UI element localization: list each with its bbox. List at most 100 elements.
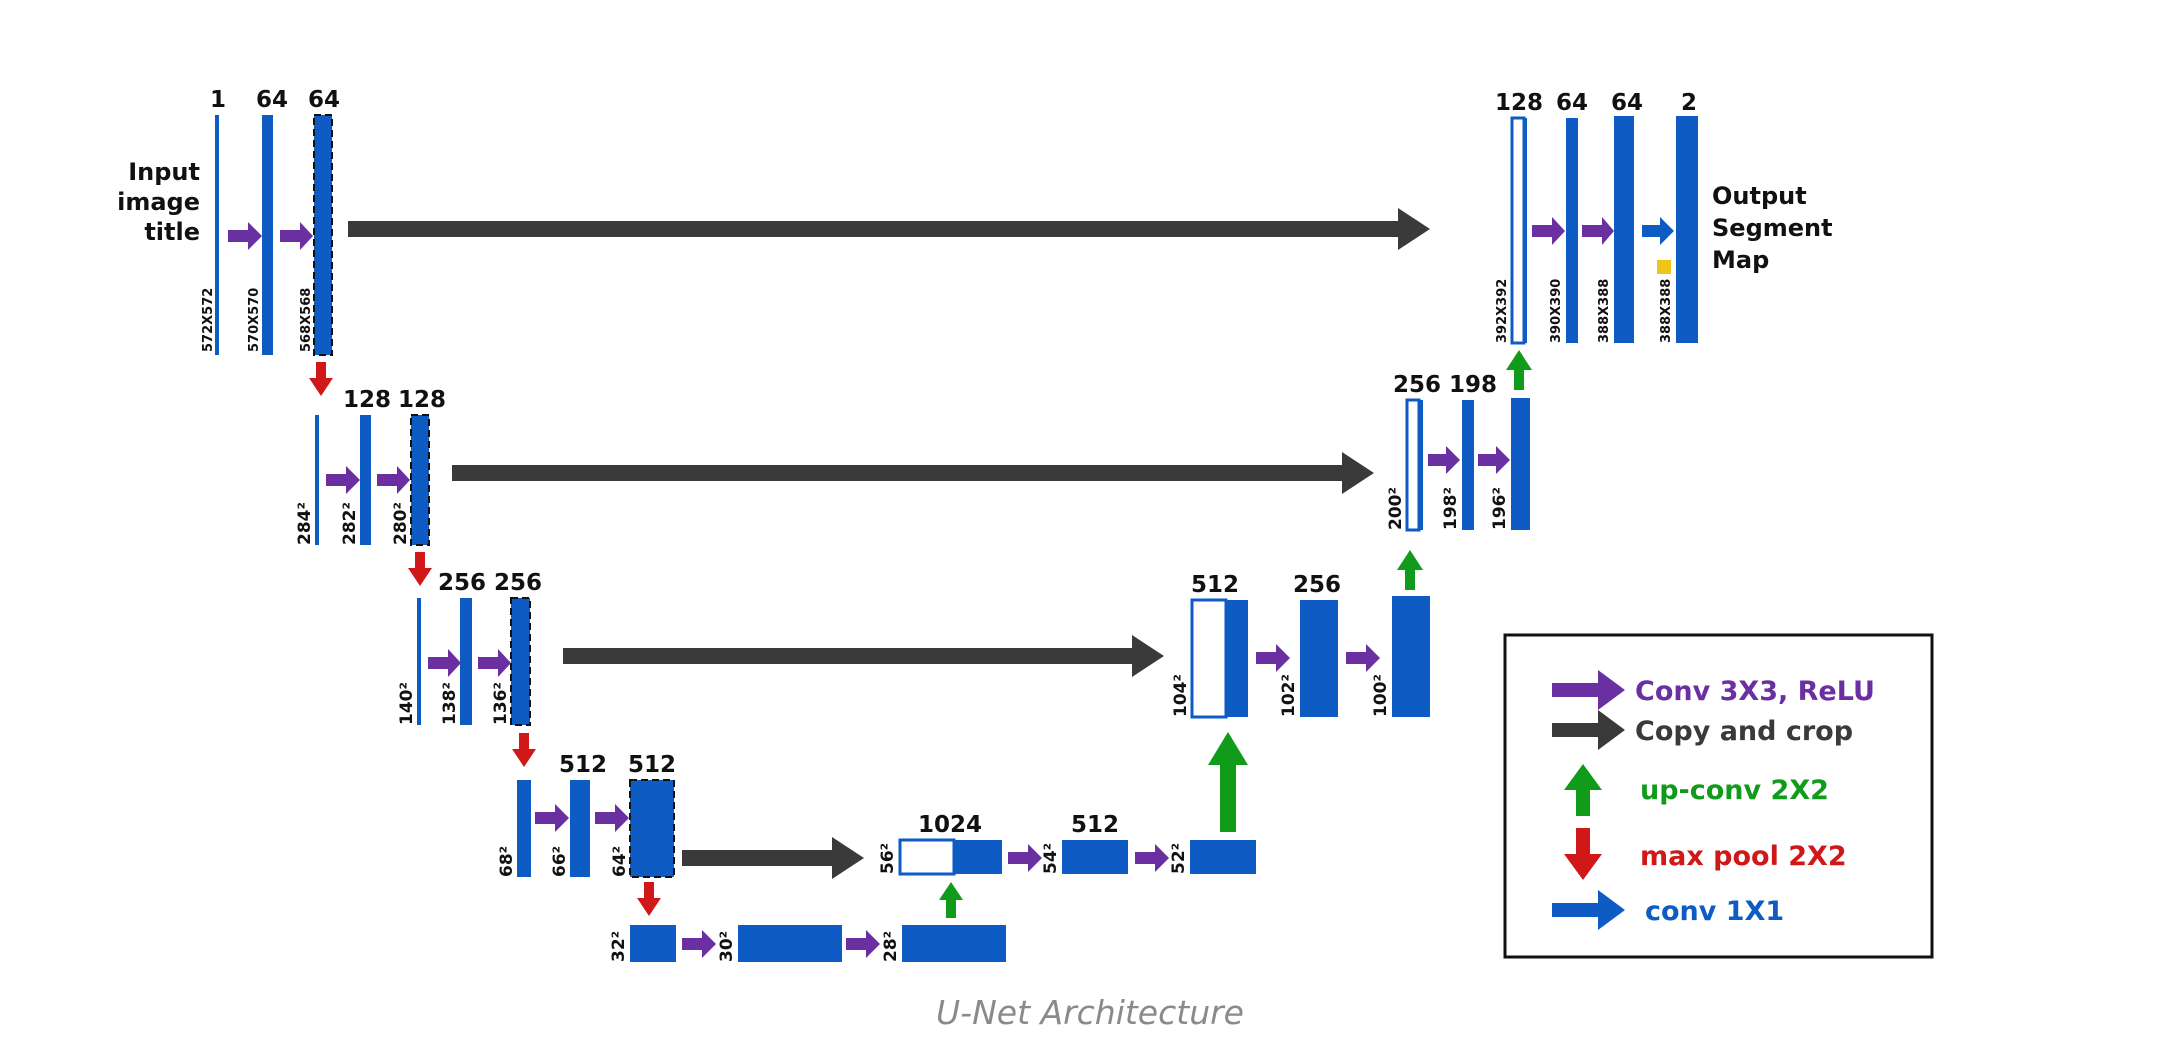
size-label: 52² <box>1169 843 1189 874</box>
dark-right-arrow-icon <box>452 452 1374 494</box>
feature-map-block-cropped <box>629 779 675 878</box>
feature-map-block <box>1614 116 1634 343</box>
feature-map-block <box>1566 118 1578 343</box>
channel-label: 512 <box>628 752 676 778</box>
size-label: 568X568 <box>299 288 314 352</box>
size-label: 200² <box>1386 487 1406 530</box>
feature-map-block <box>738 925 842 962</box>
legend: Conv 3X3, ReLU Copy and crop up-conv 2X2… <box>1503 633 1934 959</box>
legend-item-label: conv 1X1 <box>1645 896 1784 927</box>
encoder-level-3: 256 256 140² 138² 136² <box>397 570 1164 767</box>
feature-map-block-copied <box>1510 116 1526 345</box>
size-label: 388X388 <box>1597 279 1612 343</box>
feature-map-block-cropped <box>313 114 333 356</box>
feature-map-block-copied <box>1405 398 1421 532</box>
feature-map-block-copied <box>898 838 956 876</box>
channel-label: 64 <box>308 87 340 113</box>
feature-map-block-cropped <box>510 597 531 726</box>
feature-map-block <box>1300 600 1338 717</box>
feature-map-block-output <box>1676 116 1698 343</box>
encoder-level-2: 128 128 284² 282² 280² <box>295 387 1374 586</box>
feature-map-block <box>262 115 273 355</box>
feature-map-block <box>460 598 472 725</box>
size-label: 104² <box>1171 674 1191 717</box>
channel-label: 256 <box>1293 572 1341 598</box>
purple-right-arrow-icon <box>535 804 569 832</box>
channel-label: 64 <box>1556 90 1588 116</box>
purple-right-arrow-icon <box>595 804 629 832</box>
channel-label: 2 <box>1681 90 1697 116</box>
green-up-arrow-icon <box>939 882 963 918</box>
feature-map-block <box>1419 400 1423 530</box>
input-label: image <box>117 188 200 216</box>
feature-map-block <box>1462 400 1474 530</box>
size-label: 28² <box>881 931 901 962</box>
feature-map-block <box>517 780 531 877</box>
purple-right-arrow-icon <box>1552 670 1625 710</box>
input-label: Input <box>128 158 200 186</box>
size-label: 282² <box>340 502 360 545</box>
size-label: 100² <box>1371 674 1391 717</box>
decoder-level-1: 128 64 64 2 392X392 390X390 388X388 388X… <box>1495 90 1833 345</box>
dark-right-arrow-icon <box>348 208 1430 250</box>
decoder-level-2: 256 198 200² 198² 196² <box>1386 350 1532 532</box>
size-label: 388X388 <box>1659 279 1674 343</box>
feature-map-block <box>1190 840 1256 874</box>
red-down-arrow-icon <box>637 882 661 916</box>
feature-map-block <box>902 925 1006 962</box>
feature-map-block <box>1524 118 1527 343</box>
feature-map-block <box>954 840 1002 874</box>
size-label: 280² <box>391 502 411 545</box>
green-up-arrow-icon <box>1564 764 1602 816</box>
output-label: Map <box>1712 246 1769 274</box>
legend-item-label: Conv 3X3, ReLU <box>1635 676 1875 707</box>
channel-label: 1 <box>210 87 226 113</box>
purple-right-arrow-icon <box>1532 217 1565 245</box>
size-label: 138² <box>440 682 460 725</box>
blue-right-arrow-icon <box>1552 890 1625 930</box>
feature-map-block-copied <box>1190 598 1228 719</box>
size-label: 56² <box>878 843 898 874</box>
purple-right-arrow-icon <box>1428 446 1460 474</box>
red-down-arrow-icon <box>1564 828 1602 880</box>
feature-map-block-cropped <box>410 414 430 546</box>
legend-item-label: Copy and crop <box>1635 716 1853 747</box>
red-down-arrow-icon <box>512 733 536 767</box>
size-label: 390X390 <box>1549 279 1564 343</box>
feature-map-block <box>1062 840 1128 874</box>
channel-label: 256 <box>438 570 486 596</box>
size-label: 102² <box>1279 674 1299 717</box>
purple-right-arrow-icon <box>1008 844 1042 872</box>
channel-label: 64 <box>256 87 288 113</box>
purple-right-arrow-icon <box>428 649 461 677</box>
purple-right-arrow-icon <box>1256 644 1290 672</box>
channel-label: 512 <box>559 752 607 778</box>
size-label: 32² <box>609 931 629 962</box>
dark-right-arrow-icon <box>563 635 1164 677</box>
channel-label: 128 <box>398 387 446 413</box>
channel-label: 198 <box>1449 372 1497 398</box>
dark-right-arrow-icon <box>682 837 864 879</box>
size-label: 30² <box>717 931 737 962</box>
size-label: 64² <box>610 846 630 877</box>
size-label: 392X392 <box>1495 279 1510 343</box>
channel-label: 256 <box>494 570 542 596</box>
size-label: 196² <box>1490 487 1510 530</box>
channel-label: 128 <box>1495 90 1543 116</box>
feature-map-block <box>630 925 676 962</box>
feature-map-block <box>570 780 590 877</box>
purple-right-arrow-icon <box>682 930 716 958</box>
size-label: 140² <box>397 682 417 725</box>
channel-label: 64 <box>1611 90 1643 116</box>
purple-right-arrow-icon <box>1582 217 1614 245</box>
purple-right-arrow-icon <box>228 222 262 250</box>
size-label: 66² <box>550 846 570 877</box>
legend-item-label: max pool 2X2 <box>1640 841 1847 872</box>
encoder-level-4: 512 512 68² 66² 64² <box>497 752 864 916</box>
size-label: 570X570 <box>247 288 262 352</box>
feature-map-block <box>417 598 421 725</box>
feature-map-block <box>215 115 219 355</box>
channel-label: 128 <box>343 387 391 413</box>
dark-right-arrow-icon <box>1552 710 1625 750</box>
